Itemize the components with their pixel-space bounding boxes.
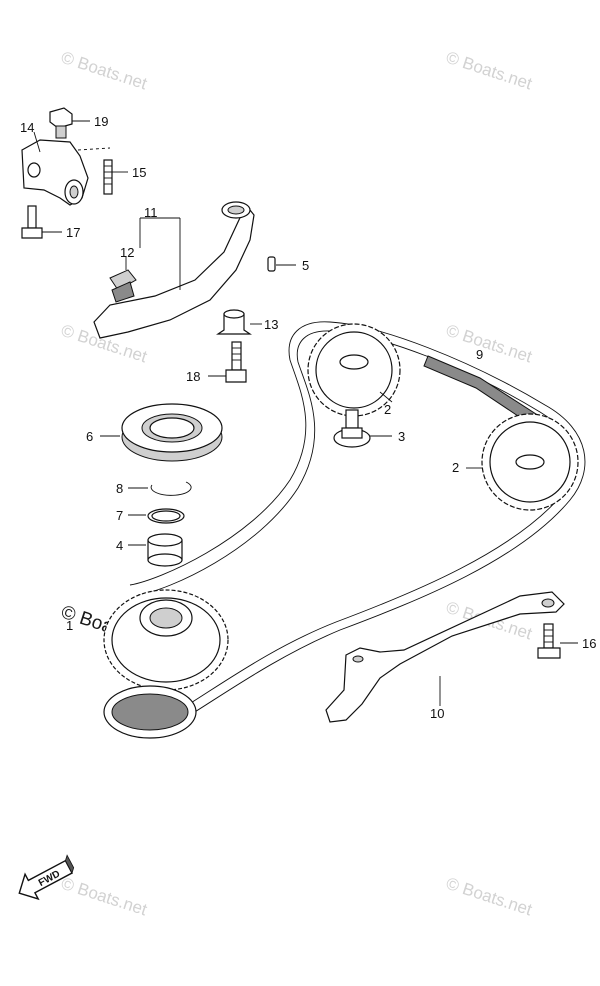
callout-6: 6 <box>86 429 93 444</box>
part-2-sprocket-lower <box>466 413 579 511</box>
callout-8: 8 <box>116 481 123 496</box>
watermark-top-right: © Boats.net <box>444 48 535 94</box>
callout-labels: 1 2 2 3 4 5 6 7 8 9 10 11 12 13 14 15 16… <box>20 114 596 721</box>
callout-10: 10 <box>430 706 444 721</box>
callout-4: 4 <box>116 538 123 553</box>
callout-2-upper: 2 <box>384 402 391 417</box>
callout-11: 11 <box>144 205 158 220</box>
part-16-bolt <box>537 623 578 659</box>
part-10-tensioner-arm <box>325 591 565 723</box>
callout-19: 19 <box>94 114 108 129</box>
part-1-crank-gear <box>103 589 229 739</box>
part-15-stud <box>77 147 128 195</box>
part-14-tensioner-body <box>21 131 89 206</box>
part-2-sprocket-upper <box>307 323 401 417</box>
callout-1: 1 <box>66 618 73 633</box>
part-5-pin <box>267 256 296 272</box>
callout-5: 5 <box>302 258 309 273</box>
part-12-slider-pad <box>109 256 137 303</box>
part-13-spacer <box>216 309 262 335</box>
part-8-circlip <box>128 481 192 496</box>
callout-14: 14 <box>20 120 34 135</box>
callout-9: 9 <box>476 347 483 362</box>
fwd-label: FWD <box>37 869 62 889</box>
part-17-bolt <box>21 205 62 239</box>
part-18-bolt <box>208 341 247 383</box>
callout-18: 18 <box>186 369 200 384</box>
callout-12: 12 <box>120 245 134 260</box>
watermarks: © Boats.net © Boats.net © Boats.net © Bo… <box>58 48 534 920</box>
timing-chain <box>111 321 586 735</box>
callout-3: 3 <box>398 429 405 444</box>
part-6-bearing <box>100 403 223 462</box>
watermark-bottom-left: © Boats.net <box>59 874 150 920</box>
callout-16: 16 <box>582 636 596 651</box>
part-19-bolt <box>49 107 90 139</box>
callout-13: 13 <box>264 317 278 332</box>
callout-2-lower: 2 <box>452 460 459 475</box>
part-11-chain-guide <box>93 201 255 339</box>
part-4-collar <box>128 533 183 567</box>
part-7-ring <box>128 508 185 524</box>
callout-7: 7 <box>116 508 123 523</box>
watermark-top-left: © Boats.net <box>59 48 150 94</box>
watermark-bottom-right: © Boats.net <box>444 874 535 920</box>
part-3-bolt <box>333 409 392 448</box>
callout-17: 17 <box>66 225 80 240</box>
callout-15: 15 <box>132 165 146 180</box>
